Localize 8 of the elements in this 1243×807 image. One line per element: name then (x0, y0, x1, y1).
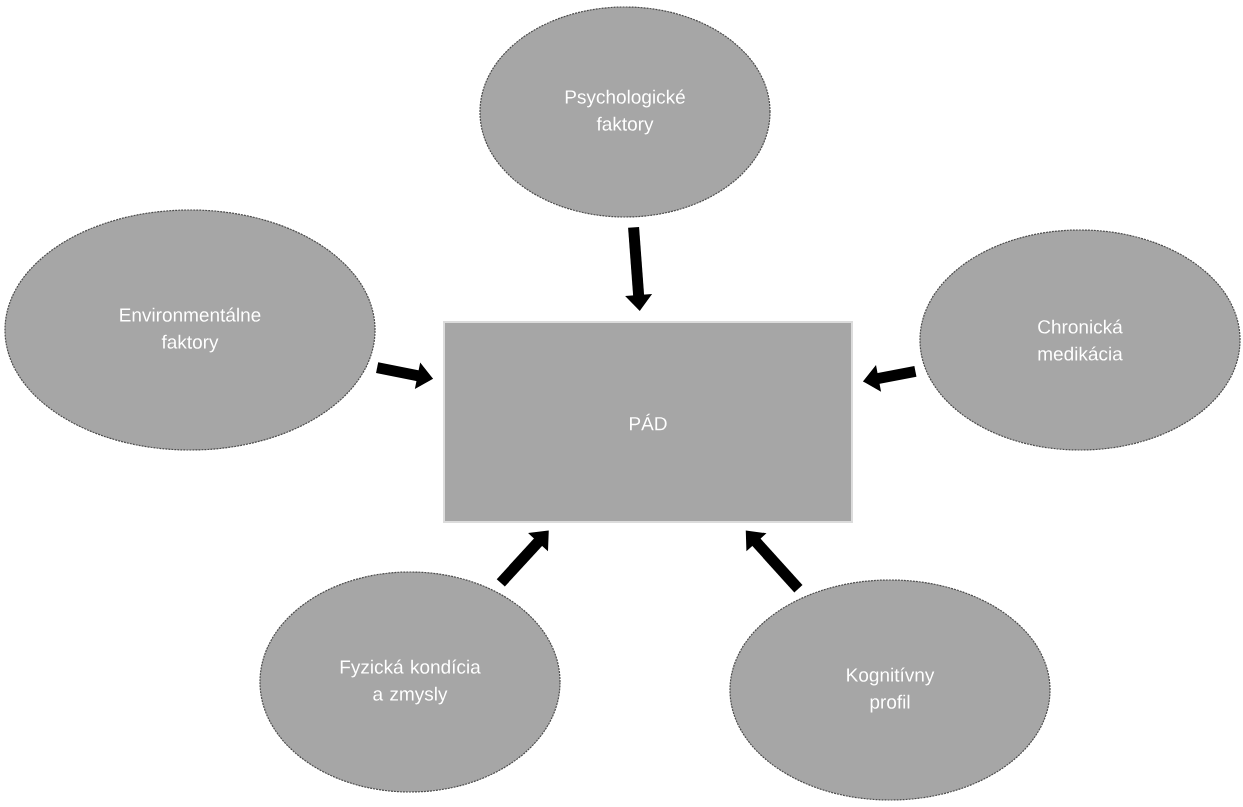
ellipse-node: Fyzická kondícia a zmysly (259, 571, 561, 793)
ellipse-node: Chronická medikácia (919, 229, 1241, 451)
ellipse-node: Kognitívny profil (729, 579, 1051, 801)
ellipse-node: Environmentálne faktory (4, 209, 376, 451)
block-arrow (496, 530, 549, 587)
ellipse-node: Psychologické faktory (479, 6, 771, 218)
block-arrow (745, 530, 803, 593)
rectangle-box: PÁD (443, 321, 853, 523)
